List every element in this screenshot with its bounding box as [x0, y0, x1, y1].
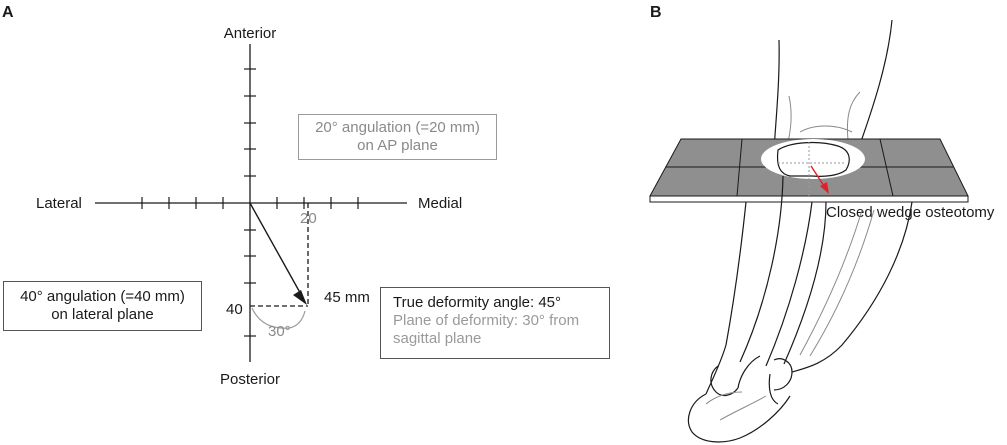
deformity-vector	[249, 202, 304, 299]
ap-plane-box-line1: 20° angulation (=20 mm)	[315, 119, 480, 136]
lateral-label: Lateral	[36, 195, 82, 212]
vertical-axis-ticks	[244, 68, 256, 337]
deformity-vector-arrowhead	[293, 290, 307, 305]
tibia-cross-section	[776, 141, 850, 177]
foot-outline	[687, 355, 793, 443]
deformity-plane-text-line2: sagittal plane	[393, 330, 482, 347]
true-deformity-box: True deformity angle: 45° Plane of defor…	[380, 287, 610, 359]
lower-leg-outline	[705, 175, 913, 395]
ap-plane-box-line2: on AP plane	[357, 137, 438, 154]
posterior-label: Posterior	[220, 371, 280, 388]
vector-length-label: 45 mm	[324, 289, 370, 306]
deformity-plane-text-line1: Plane of deformity: 30° from	[393, 312, 580, 329]
fibula-contours	[799, 209, 875, 357]
tick-label-20: 20	[300, 210, 317, 227]
foot-bone-contours	[705, 391, 767, 421]
lateral-plane-box-line2: on lateral plane	[51, 306, 154, 323]
lateral-plane-box-line1: 40° angulation (=40 mm)	[20, 288, 185, 305]
cutting-plane-edge	[649, 195, 969, 203]
arc-angle-label: 30°	[268, 323, 291, 340]
panel-a-letter: A	[2, 4, 14, 21]
medial-label: Medial	[418, 195, 462, 212]
angle-arc	[251, 307, 306, 329]
correction-arrow-head	[820, 182, 829, 194]
panel-b-letter: B	[650, 4, 662, 21]
tick-label-40: 40	[226, 301, 243, 318]
anterior-label: Anterior	[224, 25, 277, 42]
lateral-plane-box: 40° angulation (=40 mm) on lateral plane	[3, 281, 202, 331]
horizontal-axis-ticks	[141, 197, 359, 209]
ap-plane-box: 20° angulation (=20 mm) on AP plane	[298, 114, 497, 160]
knee-bone-contours	[787, 91, 861, 143]
leg-upper-outline	[773, 19, 893, 151]
true-deformity-angle-text: True deformity angle: 45°	[393, 294, 562, 311]
